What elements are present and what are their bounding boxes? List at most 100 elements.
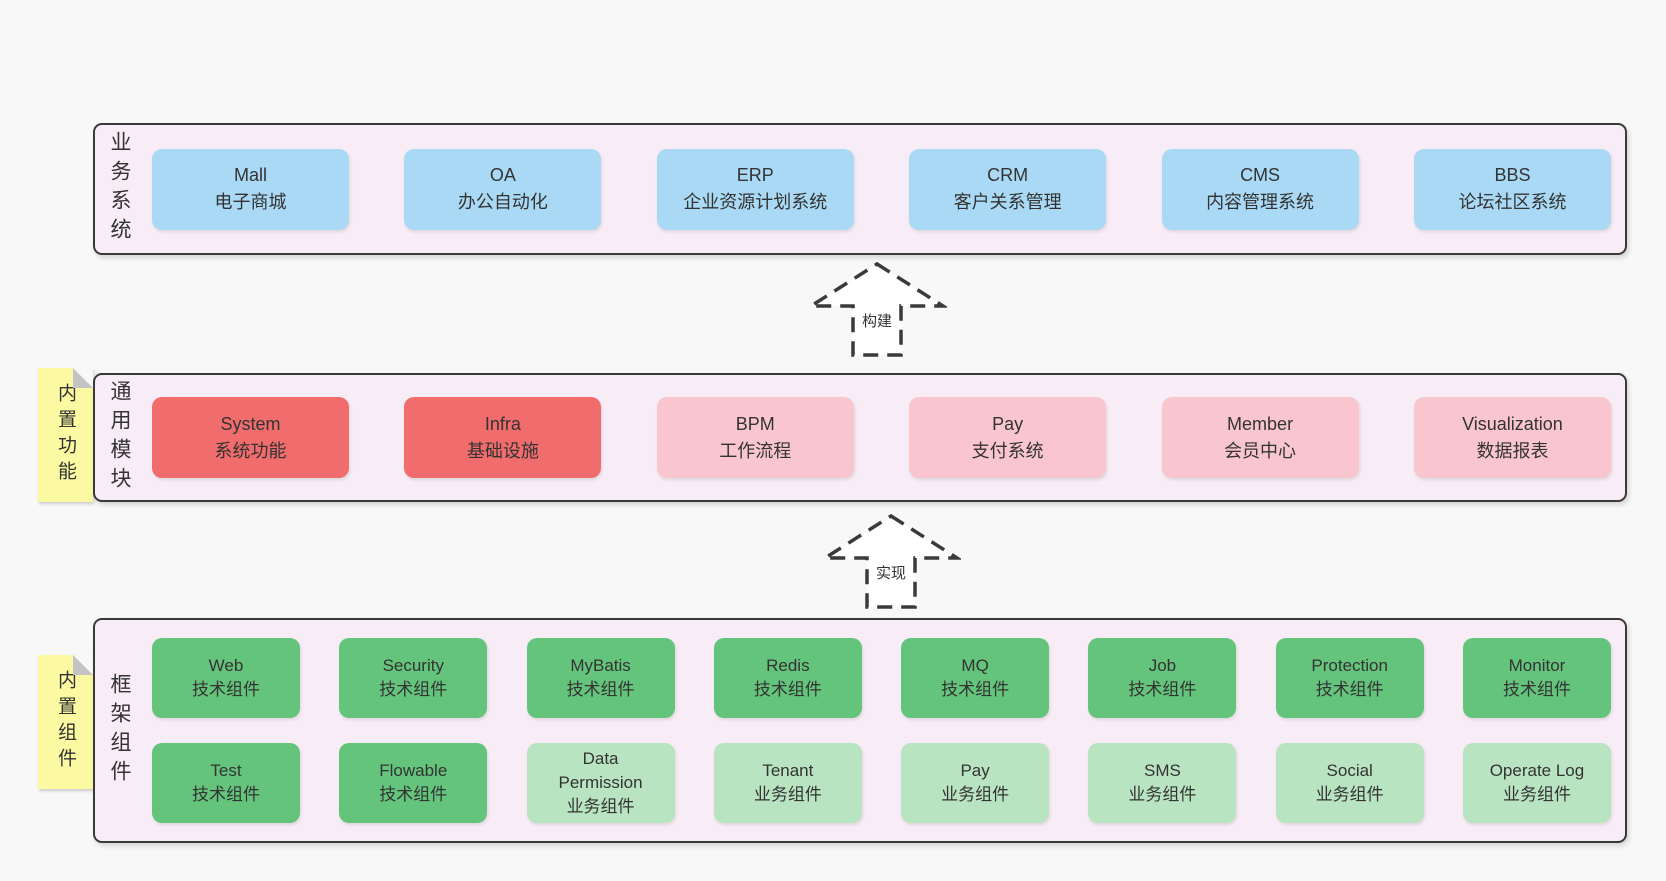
box-subtitle: 办公自动化 bbox=[457, 192, 548, 212]
up-arrow-icon bbox=[821, 513, 961, 609]
box-social: Social 业务组件 bbox=[1275, 743, 1424, 823]
box-subtitle: 业务组件 bbox=[753, 785, 822, 804]
build-arrow-label: 构建 bbox=[858, 310, 896, 331]
box-title: ERP bbox=[736, 165, 774, 185]
box-title: MyBatis bbox=[570, 656, 631, 675]
box-pay: Pay 支付系统 bbox=[909, 397, 1107, 478]
box-job: Job 技术组件 bbox=[1088, 638, 1237, 718]
box-subtitle: 技术组件 bbox=[941, 680, 1010, 699]
box-system: System 系统功能 bbox=[152, 397, 349, 478]
box-subtitle: 技术组件 bbox=[566, 680, 635, 699]
box-subtitle: 数据报表 bbox=[1476, 440, 1549, 461]
box-title: Social bbox=[1326, 761, 1373, 780]
box-pay-business: Pay 业务组件 bbox=[901, 743, 1050, 823]
box-crm: CRM 客户关系管理 bbox=[909, 148, 1107, 230]
box-subtitle: 技术组件 bbox=[379, 680, 448, 699]
box-subtitle: 技术组件 bbox=[192, 680, 260, 699]
box-subtitle: 技术组件 bbox=[1502, 680, 1571, 699]
box-title: Monitor bbox=[1508, 656, 1566, 675]
box-subtitle: 技术组件 bbox=[753, 680, 822, 699]
box-subtitle: 内容管理系统 bbox=[1206, 192, 1315, 212]
box-title: Test bbox=[210, 761, 242, 780]
box-title: CRM bbox=[987, 165, 1029, 185]
box-redis: Redis 技术组件 bbox=[713, 638, 862, 718]
box-title: Pay bbox=[992, 413, 1024, 434]
note-fold-icon bbox=[73, 368, 93, 388]
box-subtitle: 技术组件 bbox=[379, 785, 448, 804]
box-title: BBS bbox=[1494, 165, 1531, 185]
build-arrow: 构建 bbox=[807, 261, 947, 358]
sticky-note-builtin-functions: 内置功能 bbox=[38, 368, 93, 502]
box-protection: Protection 技术组件 bbox=[1275, 638, 1424, 718]
band-label-business-systems: 业务系统 bbox=[108, 131, 131, 247]
box-subtitle: 基础设施 bbox=[466, 440, 539, 461]
band-framework-components: 框架组件 Web 技术组件 Security 技术组件 MyBatis 技术组件… bbox=[93, 618, 1627, 843]
component-row-1: Web 技术组件 Security 技术组件 MyBatis 技术组件 Redi… bbox=[152, 638, 1611, 718]
implement-arrow: 实现 bbox=[821, 513, 961, 610]
box-title: Infra bbox=[484, 413, 521, 434]
box-title: Flowable bbox=[379, 761, 448, 780]
box-title: System bbox=[220, 413, 281, 434]
box-member: Member 会员中心 bbox=[1161, 397, 1359, 478]
box-subtitle: 企业资源计划系统 bbox=[683, 192, 828, 212]
band-label-framework-components: 框架组件 bbox=[108, 672, 131, 789]
box-title: Data Permission bbox=[558, 749, 643, 792]
box-subtitle: 业务组件 bbox=[1502, 785, 1571, 804]
box-title: Member bbox=[1227, 413, 1294, 434]
box-title: BPM bbox=[735, 413, 775, 434]
component-row-2: Test 技术组件 Flowable 技术组件 Data Permission … bbox=[152, 743, 1611, 823]
box-mq: MQ 技术组件 bbox=[901, 638, 1050, 718]
box-mall: Mall 电子商城 bbox=[152, 148, 349, 230]
box-erp: ERP 企业资源计划系统 bbox=[656, 148, 854, 230]
box-security: Security 技术组件 bbox=[339, 638, 488, 718]
band-label-common-modules: 通用模块 bbox=[108, 379, 131, 496]
box-subtitle: 支付系统 bbox=[971, 440, 1044, 461]
box-title: CMS bbox=[1240, 165, 1281, 185]
note-text: 内置组件 bbox=[55, 670, 76, 774]
box-sms: SMS 业务组件 bbox=[1088, 743, 1237, 823]
box-title: Web bbox=[208, 656, 244, 675]
box-bbs: BBS 论坛社区系统 bbox=[1413, 148, 1611, 230]
box-oa: OA 办公自动化 bbox=[404, 148, 602, 230]
box-operate-log: Operate Log 业务组件 bbox=[1462, 743, 1611, 823]
box-title: Job bbox=[1148, 656, 1177, 675]
box-monitor: Monitor 技术组件 bbox=[1462, 638, 1611, 718]
up-arrow-icon bbox=[807, 261, 947, 357]
box-subtitle: 技术组件 bbox=[1128, 680, 1197, 699]
box-subtitle: 业务组件 bbox=[941, 785, 1010, 804]
box-subtitle: 业务组件 bbox=[1315, 785, 1384, 804]
note-fold-icon bbox=[73, 655, 93, 675]
box-web: Web 技术组件 bbox=[152, 638, 300, 718]
box-mybatis: MyBatis 技术组件 bbox=[526, 638, 675, 718]
box-title: Tenant bbox=[762, 761, 814, 780]
box-data-permission: Data Permission 业务组件 bbox=[526, 743, 675, 823]
box-title: Mall bbox=[233, 165, 267, 185]
box-subtitle: 客户关系管理 bbox=[953, 192, 1062, 212]
framework-components-rows: Web 技术组件 Security 技术组件 MyBatis 技术组件 Redi… bbox=[152, 620, 1611, 841]
box-title: Security bbox=[382, 656, 444, 675]
band-common-modules: 通用模块 System 系统功能 Infra 基础设施 BPM 工作流程 Pay… bbox=[93, 373, 1627, 502]
box-cms: CMS 内容管理系统 bbox=[1161, 148, 1359, 230]
implement-arrow-label: 实现 bbox=[872, 562, 910, 583]
common-modules-box-row: System 系统功能 Infra 基础设施 BPM 工作流程 Pay 支付系统… bbox=[152, 375, 1611, 500]
box-title: Protection bbox=[1311, 656, 1388, 675]
box-bpm: BPM 工作流程 bbox=[656, 397, 854, 478]
box-visualization: Visualization 数据报表 bbox=[1413, 397, 1611, 478]
box-title: MQ bbox=[961, 656, 989, 675]
box-title: Pay bbox=[960, 761, 990, 780]
box-title: Redis bbox=[766, 656, 810, 675]
sticky-note-builtin-components: 内置组件 bbox=[38, 655, 93, 789]
box-title: Operate Log bbox=[1489, 761, 1585, 780]
box-subtitle: 技术组件 bbox=[192, 785, 260, 804]
box-title: OA bbox=[489, 165, 516, 185]
box-title: SMS bbox=[1143, 761, 1181, 780]
business-systems-box-row: Mall 电子商城 OA 办公自动化 ERP 企业资源计划系统 CRM 客户关系… bbox=[152, 125, 1611, 253]
box-subtitle: 业务组件 bbox=[1128, 785, 1197, 804]
box-tenant: Tenant 业务组件 bbox=[713, 743, 862, 823]
box-subtitle: 论坛社区系统 bbox=[1458, 192, 1567, 212]
box-title: Visualization bbox=[1462, 413, 1563, 434]
box-subtitle: 系统功能 bbox=[214, 440, 287, 461]
box-subtitle: 工作流程 bbox=[719, 440, 792, 461]
box-subtitle: 业务组件 bbox=[566, 797, 635, 816]
